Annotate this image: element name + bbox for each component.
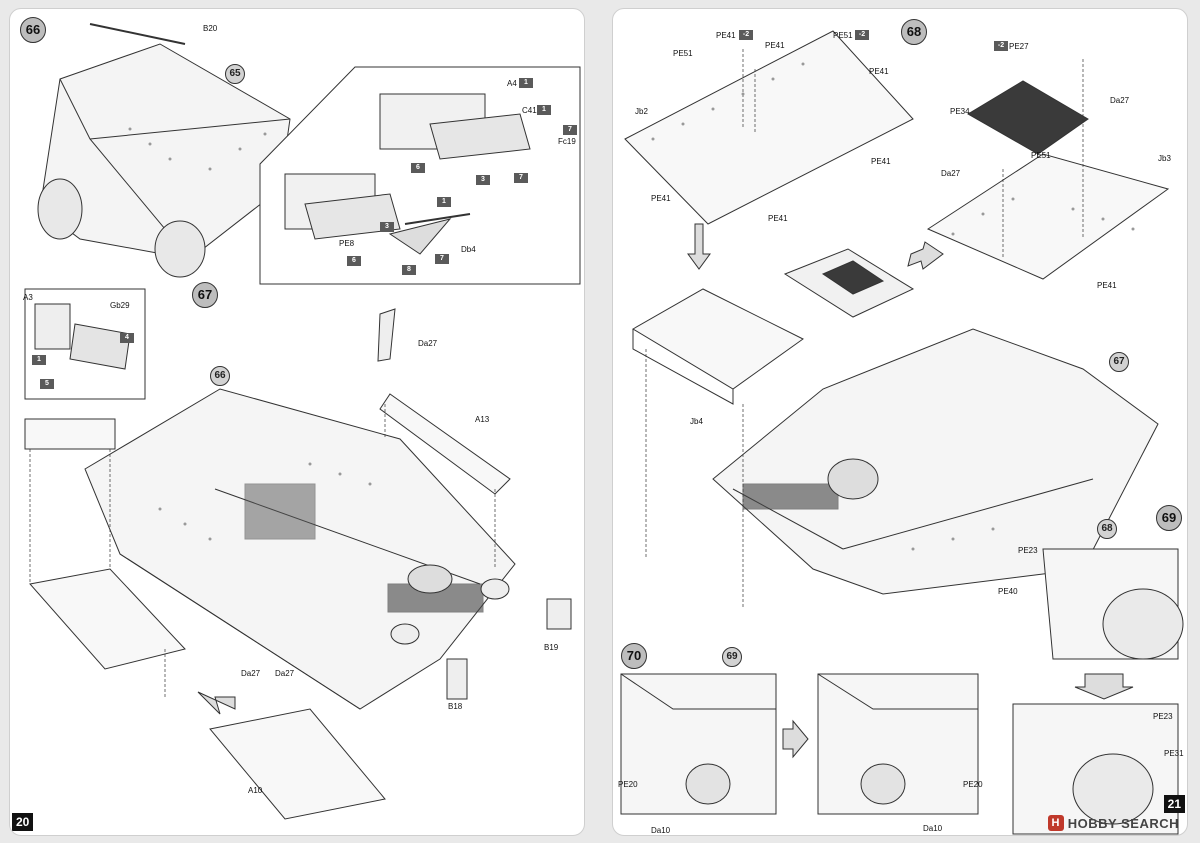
num-3b: 3 <box>380 222 394 232</box>
hobby-search-watermark: H HOBBY SEARCH <box>1047 815 1179 831</box>
ref-67-badge: 67 <box>1109 352 1129 372</box>
page-number-right: 21 <box>1163 795 1185 813</box>
num-fc19: 7 <box>563 125 577 135</box>
label-da27-a: Da27 <box>1110 96 1130 105</box>
label-b20: B20 <box>203 24 218 33</box>
ref-66-badge: 66 <box>210 366 230 386</box>
instruction-page-right: 68 69 70 67 68 69 PE41 -2 PE51 PE41 PE51… <box>612 8 1188 836</box>
label-c41: C41 <box>522 106 537 115</box>
num-c41: 1 <box>537 105 551 115</box>
step-70-badge: 70 <box>621 643 647 669</box>
label-pe23-b: PE23 <box>1153 712 1173 721</box>
step-68-badge: 68 <box>901 19 927 45</box>
right-page-drawing <box>620 30 1184 835</box>
label-gb29: Gb29 <box>110 301 130 310</box>
label-pe27: PE27 <box>1009 42 1029 51</box>
label-pe20-a: PE20 <box>618 780 638 789</box>
label-da10-b: Da10 <box>923 824 943 833</box>
num-pe27-sub: -2 <box>994 41 1008 51</box>
hobby-search-logo-icon: H <box>1047 815 1064 831</box>
label-pe34: PE34 <box>950 107 970 116</box>
num-6a: 6 <box>411 163 425 173</box>
label-b19: B19 <box>544 643 559 652</box>
label-pe51-b: PE51 <box>833 31 853 40</box>
label-pe23-a: PE23 <box>1018 546 1038 555</box>
label-da27-b: Da27 <box>275 669 295 678</box>
watermark-text: HOBBY SEARCH <box>1067 815 1179 831</box>
label-da10-a: Da10 <box>651 826 671 835</box>
label-jb4: Jb4 <box>690 417 703 426</box>
num-8: 8 <box>402 265 416 275</box>
instruction-page-left: 66 67 65 66 B20 A4 1 C41 1 7 Fc19 6 3 7 … <box>9 8 585 836</box>
num-pe51-sub: -2 <box>855 30 869 40</box>
num-1b: 1 <box>437 197 451 207</box>
label-pe41-c: PE41 <box>869 67 889 76</box>
label-da27-top: Da27 <box>418 339 438 348</box>
num-3a: 3 <box>476 175 490 185</box>
label-b18: B18 <box>448 702 463 711</box>
label-pe8: PE8 <box>339 239 355 248</box>
step-66-badge: 66 <box>20 17 46 43</box>
label-fc19: Fc19 <box>558 137 576 146</box>
num-gb-4: 4 <box>120 333 134 343</box>
label-pe51-a: PE51 <box>673 49 693 58</box>
label-pe41-g: PE41 <box>1097 281 1117 290</box>
label-a3: A3 <box>23 293 33 302</box>
label-da27-a: Da27 <box>241 669 261 678</box>
label-pe40: PE40 <box>998 587 1018 596</box>
label-pe41-a: PE41 <box>716 31 736 40</box>
label-pe41-f: PE41 <box>768 214 788 223</box>
num-7b: 7 <box>435 254 449 264</box>
label-pe20-b: PE20 <box>963 780 983 789</box>
num-6b: 6 <box>347 256 361 266</box>
num-pe41-sub: -2 <box>739 30 753 40</box>
label-da27-b: Da27 <box>941 169 961 178</box>
label-pe31: PE31 <box>1164 749 1184 758</box>
step-67-badge: 67 <box>192 282 218 308</box>
num-a4: 1 <box>519 78 533 88</box>
num-7a: 7 <box>514 173 528 183</box>
page-number-left: 20 <box>12 813 34 831</box>
label-jb2: Jb2 <box>635 107 648 116</box>
ref-69-badge: 69 <box>722 647 742 667</box>
label-pe51-c: PE51 <box>1031 151 1051 160</box>
label-a4: A4 <box>507 79 517 88</box>
label-pe41-e: PE41 <box>651 194 671 203</box>
label-a10: A10 <box>248 786 263 795</box>
left-page-drawing <box>24 23 581 820</box>
step-69-badge: 69 <box>1156 505 1182 531</box>
label-jb3: Jb3 <box>1158 154 1171 163</box>
num-gb-5: 5 <box>40 379 54 389</box>
label-pe41-b: PE41 <box>765 41 785 50</box>
num-gb-1: 1 <box>32 355 46 365</box>
label-db4: Db4 <box>461 245 476 254</box>
ref-68-badge: 68 <box>1097 519 1117 539</box>
label-pe41-d: PE41 <box>871 157 891 166</box>
ref-65-badge: 65 <box>225 64 245 84</box>
label-a13: A13 <box>475 415 490 424</box>
